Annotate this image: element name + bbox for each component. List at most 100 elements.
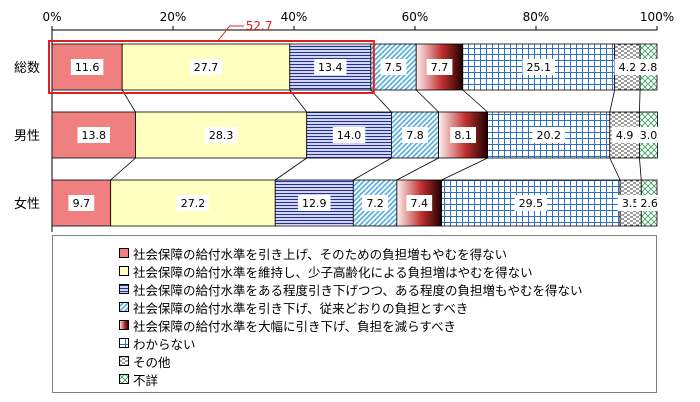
series-connector-line	[110, 157, 136, 181]
legend-swatch	[119, 266, 129, 276]
data-label-bg	[450, 127, 476, 143]
x-tick-label: 100%	[640, 10, 674, 24]
legend-label: 社会保障の給付水準をある程度引き下げつつ、ある程度の負担増もやむを得ない	[133, 282, 583, 298]
data-label: 20.2	[536, 129, 561, 142]
legend-label: 社会保障の給付水準を維持し、少子高齢化による負担増はやむを得ない	[133, 264, 533, 280]
series-connector-line	[415, 89, 439, 113]
highlight-box	[48, 40, 375, 94]
legend-swatch	[119, 374, 129, 384]
x-tick-label: 40%	[281, 10, 308, 24]
data-label-bg	[380, 59, 407, 75]
legend-swatch	[119, 284, 129, 294]
series-connector-line	[275, 157, 307, 181]
category-label: 男性	[14, 129, 40, 144]
data-label: 7.8	[406, 129, 424, 142]
data-label-bg	[362, 195, 388, 211]
legend-swatch	[119, 248, 129, 258]
data-label: 7.7	[431, 61, 449, 74]
data-label-bg	[611, 127, 638, 143]
data-label-bg	[204, 127, 238, 143]
legend-swatch	[119, 338, 129, 348]
series-connector-line	[639, 157, 642, 181]
annotation-leader-line	[217, 25, 244, 42]
data-label-bg	[636, 195, 663, 211]
data-label: 28.3	[209, 129, 234, 142]
data-label: 2.6	[640, 197, 658, 210]
data-label: 13.8	[81, 129, 106, 142]
data-label: 7.5	[385, 61, 403, 74]
data-label: 27.7	[194, 61, 219, 74]
data-label-bg	[522, 59, 555, 75]
data-label: 25.1	[526, 61, 551, 74]
category-label: 女性	[14, 196, 40, 212]
legend-item: 社会保障の給付水準を引き下げ、従来どおりの負担とすべき	[119, 298, 656, 316]
legend-label: 社会保障の給付水準を引き下げ、従来どおりの負担とすべき	[133, 300, 469, 316]
data-label-bg	[68, 195, 95, 211]
data-label-bg	[635, 127, 662, 143]
data-label-bg	[514, 195, 548, 211]
data-label: 29.5	[519, 197, 544, 210]
data-label: 4.9	[616, 129, 634, 142]
x-tick-label: 0%	[42, 10, 61, 24]
legend-label: 不詳	[133, 372, 159, 388]
legend-label: 社会保障の給付水準を大幅に引き下げ、負担を減らすべき	[133, 318, 457, 334]
data-label-bg	[635, 59, 662, 75]
annotation-label: 52.7	[246, 19, 273, 33]
data-label: 3.5	[622, 197, 640, 210]
data-label: 4.2	[619, 61, 637, 74]
legend-item: 社会保障の給付水準を引き上げ、そのための負担増もやむを得ない	[119, 244, 656, 262]
data-label-bg	[298, 195, 331, 211]
data-label-bg	[614, 59, 641, 75]
data-label-bg	[176, 195, 210, 211]
annotation-layer: 52.7	[48, 19, 375, 94]
data-label: 9.7	[73, 197, 91, 210]
stacked-bar-chart: 0% 20% 40% 60% 80% 100% 総数 11.6 27.7 13.4 7.5 7.7 2…	[14, 10, 674, 232]
series-connector-line	[639, 89, 641, 113]
legend-swatch	[119, 302, 129, 312]
data-label: 2.8	[640, 61, 658, 74]
data-label-bg	[406, 195, 433, 211]
legend-item: その他	[119, 352, 656, 370]
category-label: 総数	[14, 61, 40, 76]
data-label-bg	[77, 127, 110, 143]
legend-item: わからない	[119, 334, 656, 352]
legend-item: 社会保障の給付水準を大幅に引き下げ、負担を減らすべき	[119, 316, 656, 334]
series-connector-line	[396, 157, 439, 181]
legend-swatch	[119, 356, 129, 366]
data-label: 7.4	[410, 197, 428, 210]
data-label-bg	[70, 59, 104, 75]
data-label: 13.4	[318, 61, 343, 74]
series-connector-line	[353, 157, 392, 181]
x-tick-label: 80%	[523, 10, 550, 24]
data-label: 3.0	[640, 129, 658, 142]
x-tick-label: 20%	[160, 10, 187, 24]
legend-label: その他	[133, 354, 171, 370]
data-label-bg	[189, 59, 223, 75]
legend-item: 社会保障の給付水準を維持し、少子高齢化による負担増はやむを得ない	[119, 262, 656, 280]
data-label: 12.9	[302, 197, 327, 210]
legend-item: 不詳	[119, 370, 656, 388]
legend-label: 社会保障の給付水準を引き上げ、そのための負担増もやむを得ない	[133, 246, 508, 262]
data-label: 14.0	[337, 129, 362, 142]
legend-list: 社会保障の給付水準を引き上げ、そのための負担増もやむを得ない社会保障の給付水準を…	[53, 236, 656, 388]
legend-item: 社会保障の給付水準をある程度引き下げつつ、ある程度の負担増もやむを得ない	[119, 280, 656, 298]
series-connector-line	[441, 157, 488, 181]
data-label: 11.6	[75, 61, 100, 74]
legend-swatch	[119, 320, 129, 330]
legend-label: わからない	[133, 336, 196, 352]
data-label: 7.2	[366, 197, 384, 210]
x-tick-label: 60%	[402, 10, 429, 24]
data-label-bg	[332, 127, 366, 143]
data-label-bg	[532, 127, 565, 143]
data-label-bg	[402, 127, 428, 143]
data-label: 8.1	[454, 129, 472, 142]
series-connector-line	[609, 157, 621, 181]
series-connector-line	[609, 89, 616, 113]
data-label: 27.2	[181, 197, 206, 210]
legend: 社会保障の給付水準を引き上げ、そのための負担増もやむを得ない社会保障の給付水準を…	[52, 235, 657, 393]
series-connector-line	[462, 89, 488, 113]
data-label-bg	[314, 59, 347, 75]
data-label-bg	[426, 59, 453, 75]
